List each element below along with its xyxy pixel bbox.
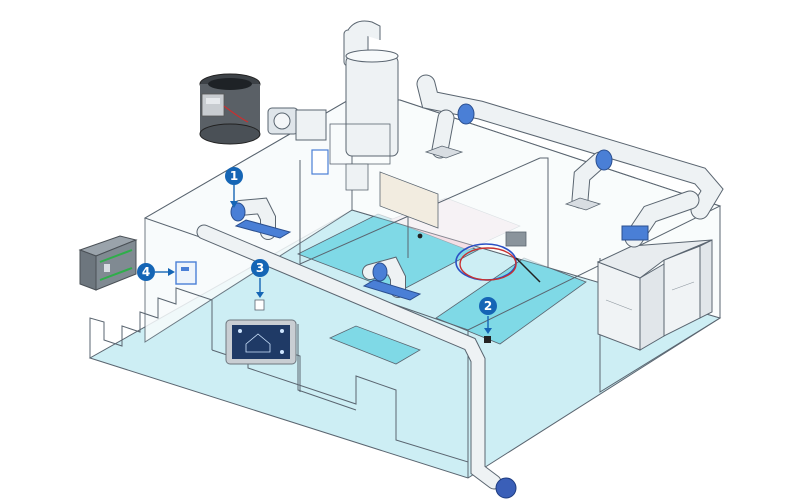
exhaust-fan	[267, 107, 329, 175]
callout-3-label: 3	[256, 261, 264, 275]
floor-zone-lower	[328, 325, 421, 365]
callout-2-label: 2	[484, 299, 492, 313]
sensor-tubing	[455, 231, 541, 283]
diffuser-plates	[424, 145, 602, 211]
back-room-beige	[379, 171, 439, 229]
callout-2: 2	[479, 297, 497, 334]
touch-panel-display	[225, 319, 297, 365]
callout-4-label: 4	[142, 265, 150, 279]
callout-3: 3	[251, 259, 269, 298]
partition-wall-2	[540, 157, 549, 268]
floor-zone-right	[435, 257, 587, 345]
floor-zone-middle	[297, 213, 479, 293]
callout-1: 1	[225, 167, 243, 208]
duct-dampers	[457, 103, 649, 241]
room-exhaust-unit	[362, 256, 422, 301]
supply-ductwork	[196, 74, 724, 490]
scrubber-tower	[329, 20, 399, 191]
wall-controller	[175, 261, 197, 285]
ceiling-marker	[417, 233, 423, 239]
ddc-controller-icon	[78, 235, 138, 291]
front-stepped-wall	[89, 287, 213, 358]
duct-damper-product-icon	[199, 73, 261, 145]
partition-wall-1	[299, 157, 541, 265]
duct-damper-actuator	[230, 197, 292, 240]
outlet-blower	[495, 477, 517, 499]
callout-1-label: 1	[230, 169, 238, 183]
front-wall-center	[247, 328, 469, 463]
floor-sensor	[484, 336, 491, 343]
room-sensor	[254, 299, 265, 311]
callout-4: 4	[137, 263, 175, 281]
air-handler-units	[596, 239, 713, 351]
front-wall-room	[297, 324, 357, 411]
